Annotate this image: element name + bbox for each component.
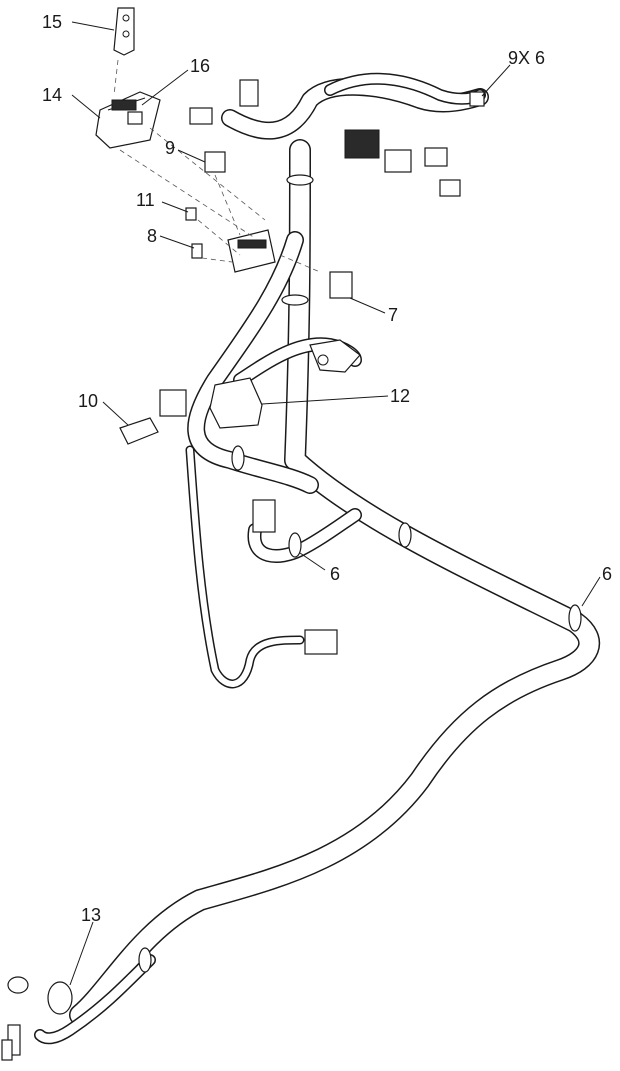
battery-terminal-part-13	[1, 976, 73, 1061]
relay-part-9	[204, 151, 226, 173]
callout-7: 7	[388, 305, 398, 325]
assembly-lines	[113, 59, 321, 273]
callout-9: 9	[165, 138, 175, 158]
connector-part-10	[119, 389, 187, 445]
clip-part-8	[191, 243, 203, 259]
callout-8: 8	[147, 226, 157, 246]
callout-11: 11	[136, 190, 155, 210]
callout-13: 13	[81, 905, 101, 925]
top-connectors	[189, 79, 485, 197]
relay-block-part-14	[95, 91, 161, 149]
harness-bundles	[34, 72, 601, 1045]
callout-leaders	[69, 21, 601, 986]
bracket-part-15	[113, 7, 135, 56]
harness-clamps	[138, 174, 582, 973]
callout-10: 10	[78, 391, 98, 411]
main-connector	[227, 229, 276, 273]
boot-part-12	[209, 377, 263, 429]
callout-16: 16	[190, 56, 210, 76]
lower-connectors	[252, 339, 361, 655]
callout-6-left: 6	[330, 564, 340, 584]
cover-part-7	[329, 271, 353, 299]
callout-9x6: 9X 6	[508, 48, 545, 68]
callout-labels: 15 16 14 9X 6 9 11 8 7 12 10 6 6 13	[42, 12, 612, 925]
callout-14: 14	[42, 85, 62, 105]
callout-6-right: 6	[602, 564, 612, 584]
callout-12: 12	[390, 386, 410, 406]
clip-part-11	[185, 207, 197, 221]
callout-15: 15	[42, 12, 62, 32]
